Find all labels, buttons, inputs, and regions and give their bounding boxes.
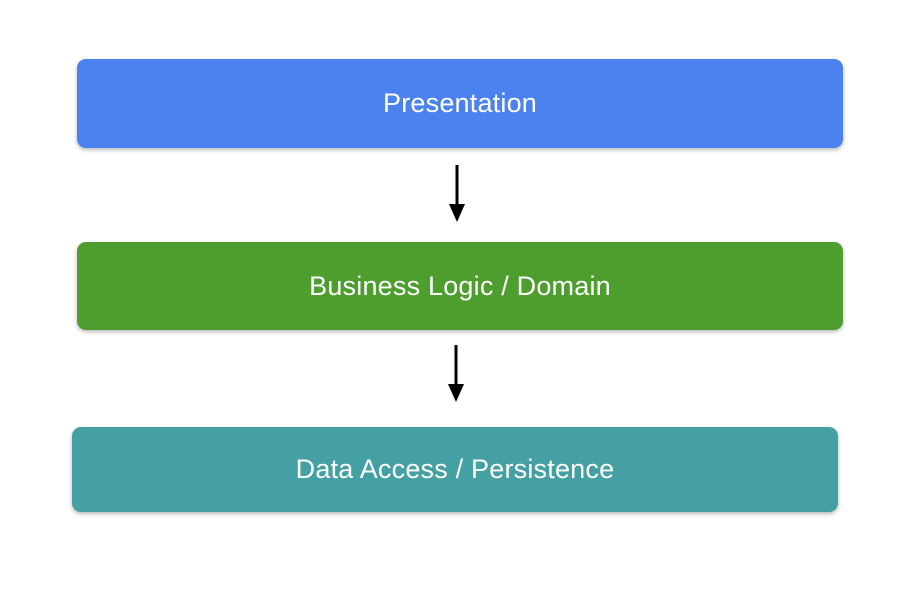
layer-label-data-access: Data Access / Persistence [295,454,615,484]
layer-label-business-logic: Business Logic / Domain [309,270,611,301]
layer-box-business-logic: Business Logic / Domain [77,242,843,330]
down-arrow-icon [446,344,466,402]
layer-label-presentation: Presentation [383,88,537,118]
down-arrow-icon [447,164,467,222]
layer-box-data-access: Data Access / Persistence [72,427,838,512]
layer-box-presentation: Presentation [77,59,843,148]
